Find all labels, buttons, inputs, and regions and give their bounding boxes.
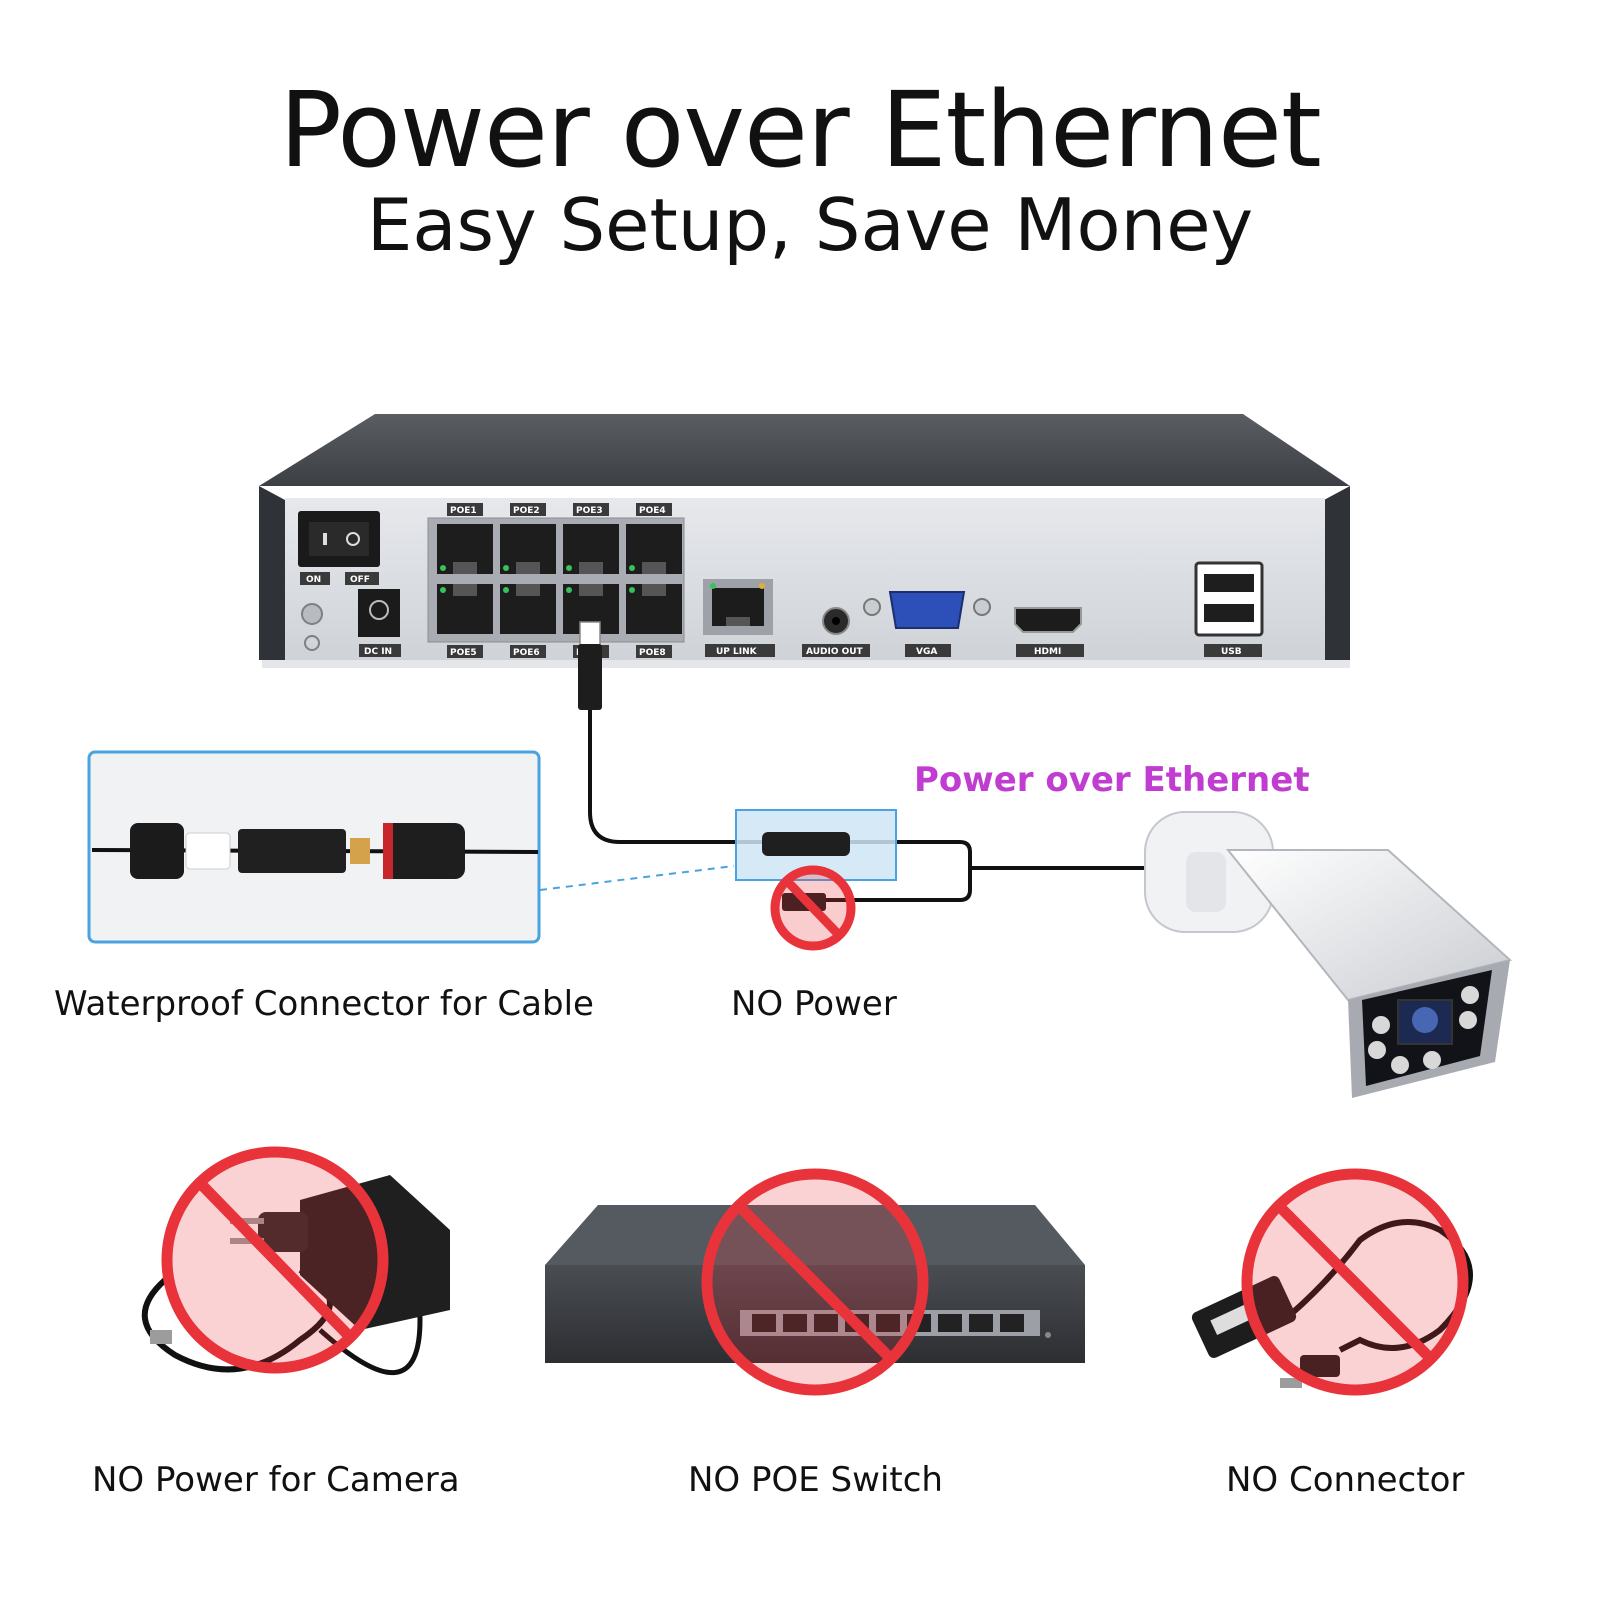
- camera-lens-icon: [1412, 1007, 1438, 1033]
- poe-port-5: [437, 584, 493, 634]
- no-power-prohibited-icon: [770, 865, 856, 951]
- page-subtitle: Easy Setup, Save Money: [366, 183, 1254, 267]
- poe-port-label: POE8: [639, 648, 666, 658]
- usb-ports: USB: [1194, 561, 1264, 657]
- rj45-plug-icon: [579, 621, 601, 647]
- poe-port-8: [626, 584, 682, 634]
- nvr-right-side: [1324, 486, 1350, 660]
- switch-port: [752, 1314, 776, 1332]
- poe-port-label: POE1: [450, 506, 477, 516]
- vga-label: VGA: [916, 647, 937, 657]
- poe-port-label: POE6: [513, 648, 540, 658]
- connector-cap-icon: [130, 823, 184, 879]
- waterproof-callout: [87, 750, 735, 944]
- bullet-camera: [1144, 811, 1513, 1098]
- poe-label-bg: [447, 645, 483, 658]
- poe-label-bg: [447, 503, 483, 516]
- poe-port-label: POE2: [513, 506, 540, 516]
- poe-label-bg: [510, 503, 546, 516]
- ground-screw-icon: [301, 603, 323, 625]
- page-title: Power over Ethernet: [279, 69, 1321, 191]
- poe-label-bg: [510, 645, 546, 658]
- no-poe-switch-caption: NO POE Switch: [688, 1460, 943, 1500]
- dc-in-port: DC IN: [358, 589, 401, 657]
- poe-label-bg: [636, 645, 672, 658]
- hdmi-label: HDMI: [1034, 647, 1061, 657]
- switch-off-label: OFF: [350, 575, 370, 585]
- audio-out-port: AUDIO OUT: [802, 607, 870, 657]
- poe-port-label: POE4: [639, 506, 666, 516]
- switch-port: [1000, 1314, 1024, 1332]
- poe-port-label: POE5: [450, 648, 477, 658]
- poe-port-1: [437, 524, 493, 574]
- switch-port: [783, 1314, 807, 1332]
- poe-port-6: [500, 584, 556, 634]
- poe-cable: [578, 621, 1170, 902]
- nvr-left-side: [259, 486, 285, 660]
- power-adapter-icon: [141, 1146, 450, 1375]
- uplink-port: UP LINK: [703, 579, 775, 657]
- poe-camera-label: Power over Ethernet: [914, 760, 1310, 800]
- nvr-bottom-edge: [262, 660, 1350, 668]
- no-connector-caption: NO Connector: [1226, 1460, 1465, 1500]
- poe-label-bg: [573, 503, 609, 516]
- poe-port-2: [500, 524, 556, 574]
- no-power-camera-caption: NO Power for Camera: [92, 1460, 460, 1500]
- waterproof-caption: Waterproof Connector for Cable: [54, 984, 594, 1024]
- switch-on-label: ON: [306, 575, 321, 585]
- vga-port: VGA: [863, 591, 991, 657]
- usb-label: USB: [1221, 647, 1242, 657]
- poe-port-group: [437, 524, 682, 634]
- no-power-caption: NO Power: [731, 984, 897, 1024]
- switch-port: [938, 1314, 962, 1332]
- audio-out-label: AUDIO OUT: [806, 647, 864, 657]
- ground-symbol-icon: [304, 635, 320, 651]
- poe-port-3: [563, 524, 619, 574]
- hdmi-port: HDMI: [1014, 607, 1084, 657]
- power-switch: ON OFF: [298, 511, 380, 585]
- connector-body-icon: [238, 829, 346, 873]
- poe-port-4: [626, 524, 682, 574]
- dc-in-label: DC IN: [364, 647, 392, 657]
- network-switch-icon: [545, 1168, 1085, 1396]
- switch-port: [814, 1314, 838, 1332]
- uplink-label: UP LINK: [716, 647, 758, 657]
- switch-port: [876, 1314, 900, 1332]
- poe-port-label: POE3: [576, 506, 603, 516]
- poe-label-bg: [636, 503, 672, 516]
- switch-port: [969, 1314, 993, 1332]
- nvr-top-cover: [259, 414, 1350, 486]
- usb-cable-icon: [1191, 1168, 1473, 1396]
- connector-socket-icon: [383, 823, 465, 879]
